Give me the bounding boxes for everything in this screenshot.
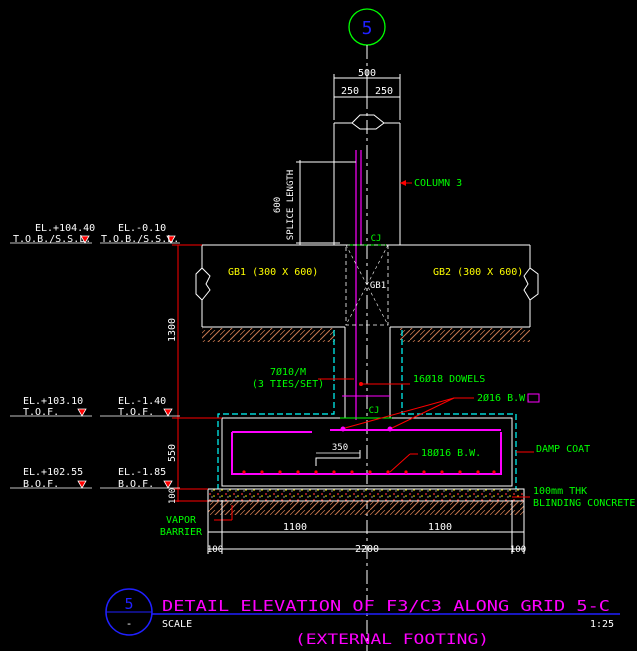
ties-label-a: 7Ø10/M bbox=[270, 366, 306, 378]
splice-label: SPLICE LENGTH bbox=[286, 170, 296, 240]
dim-100: 100 bbox=[168, 488, 178, 504]
scale-label: SCALE bbox=[162, 619, 192, 630]
level-3b: T.O.F. bbox=[23, 407, 59, 418]
scale-value: 1:25 bbox=[590, 619, 614, 630]
bw-top-tag-icon bbox=[527, 393, 540, 403]
column-label: COLUMN 3 bbox=[414, 178, 462, 189]
bw-top-leader-b bbox=[391, 397, 455, 429]
column-rebar bbox=[355, 150, 362, 420]
dim-column-width: 500 bbox=[358, 68, 376, 79]
level-3: EL.+103.10 bbox=[23, 396, 83, 407]
level-markers bbox=[10, 235, 180, 489]
bw-top-dot-left bbox=[340, 426, 346, 432]
soil-hatch-right bbox=[400, 328, 530, 342]
dim-550: 550 bbox=[167, 444, 178, 462]
blinding-label-a: 100mm THK bbox=[533, 486, 587, 497]
level-6b: B.O.F. bbox=[118, 479, 154, 490]
dim-100-right: 100 bbox=[510, 545, 526, 555]
dim-1100-right: 1100 bbox=[428, 522, 452, 533]
pedestal-outline bbox=[344, 327, 391, 418]
bottom-dimensions bbox=[207, 500, 525, 554]
level-5b: B.O.F. bbox=[23, 479, 59, 490]
vapor-label-b: BARRIER bbox=[160, 527, 203, 538]
ties-label-b: (3 TIES/SET) bbox=[252, 379, 324, 390]
level-2: EL.-0.10 bbox=[118, 223, 166, 234]
blinding-concrete bbox=[207, 488, 525, 502]
level-1: EL.+104.40 bbox=[35, 223, 95, 234]
level-6: EL.-1.85 bbox=[118, 467, 166, 478]
column-arrow bbox=[400, 180, 406, 186]
dim-1300: 1300 bbox=[167, 318, 178, 342]
gb1-section-box bbox=[345, 244, 389, 326]
bw-top-dot-right bbox=[387, 426, 393, 432]
title-main: DETAIL ELEVATION OF F3/C3 ALONG GRID 5-C bbox=[162, 597, 610, 615]
bw-bottom-label: 18Ø16 B.W. bbox=[421, 447, 481, 459]
title-bubble bbox=[105, 588, 153, 636]
soil-hatch-bottom bbox=[208, 501, 524, 515]
title-bubble-dash: - bbox=[126, 617, 133, 630]
gb1-small-label: GB1 bbox=[370, 281, 386, 291]
splice-dimension bbox=[296, 160, 356, 245]
vapor-label-a: VAPOR bbox=[166, 515, 197, 526]
cj-top-label: CJ bbox=[371, 234, 382, 244]
bw-bottom-leader-a bbox=[389, 453, 411, 473]
footing-rebar bbox=[231, 429, 502, 475]
grid-bubble: 5 bbox=[348, 8, 386, 46]
title-bubble-number: 5 bbox=[124, 595, 133, 613]
level-2b: T.O.B./S.S.L. bbox=[101, 234, 179, 245]
column-outline bbox=[333, 114, 401, 245]
dowel-hook bbox=[315, 450, 361, 466]
vertical-dimensions bbox=[172, 244, 222, 502]
footing-outline bbox=[221, 417, 513, 487]
splice-value: 600 bbox=[273, 197, 283, 213]
damp-label: DAMP COAT bbox=[536, 444, 590, 455]
soil-hatch-left bbox=[202, 328, 335, 342]
title-sub: (EXTERNAL FOOTING) bbox=[295, 632, 489, 648]
cj-bottom-label: CJ bbox=[369, 406, 380, 416]
dim-350: 350 bbox=[332, 443, 348, 453]
level-5: EL.+102.55 bbox=[23, 467, 83, 478]
dowels-label: 16Ø18 DOWELS bbox=[413, 373, 485, 385]
gb1-label: GB1 (300 X 600) bbox=[228, 267, 318, 278]
blinding-label-b: BLINDING CONCRETE bbox=[533, 498, 635, 509]
cj-marker-dot bbox=[359, 382, 363, 386]
dim-half-right: 250 bbox=[375, 86, 393, 97]
gb2-label: GB2 (300 X 600) bbox=[433, 267, 523, 278]
level-4: EL.-1.40 bbox=[118, 396, 166, 407]
dim-half-left: 250 bbox=[341, 86, 359, 97]
dim-1100-left: 1100 bbox=[283, 522, 307, 533]
bw-top-label: 2Ø16 B.W. bbox=[477, 392, 531, 404]
dim-100-left: 100 bbox=[207, 545, 223, 555]
dim-2200: 2200 bbox=[355, 544, 379, 555]
level-4b: T.O.F. bbox=[118, 407, 154, 418]
level-1b: T.O.B./S.S.L. bbox=[13, 234, 91, 245]
bw-top-leader-a bbox=[344, 397, 455, 429]
rebar-dots bbox=[242, 470, 496, 474]
grid-bubble-number: 5 bbox=[362, 18, 373, 39]
top-dimensions bbox=[333, 74, 401, 120]
